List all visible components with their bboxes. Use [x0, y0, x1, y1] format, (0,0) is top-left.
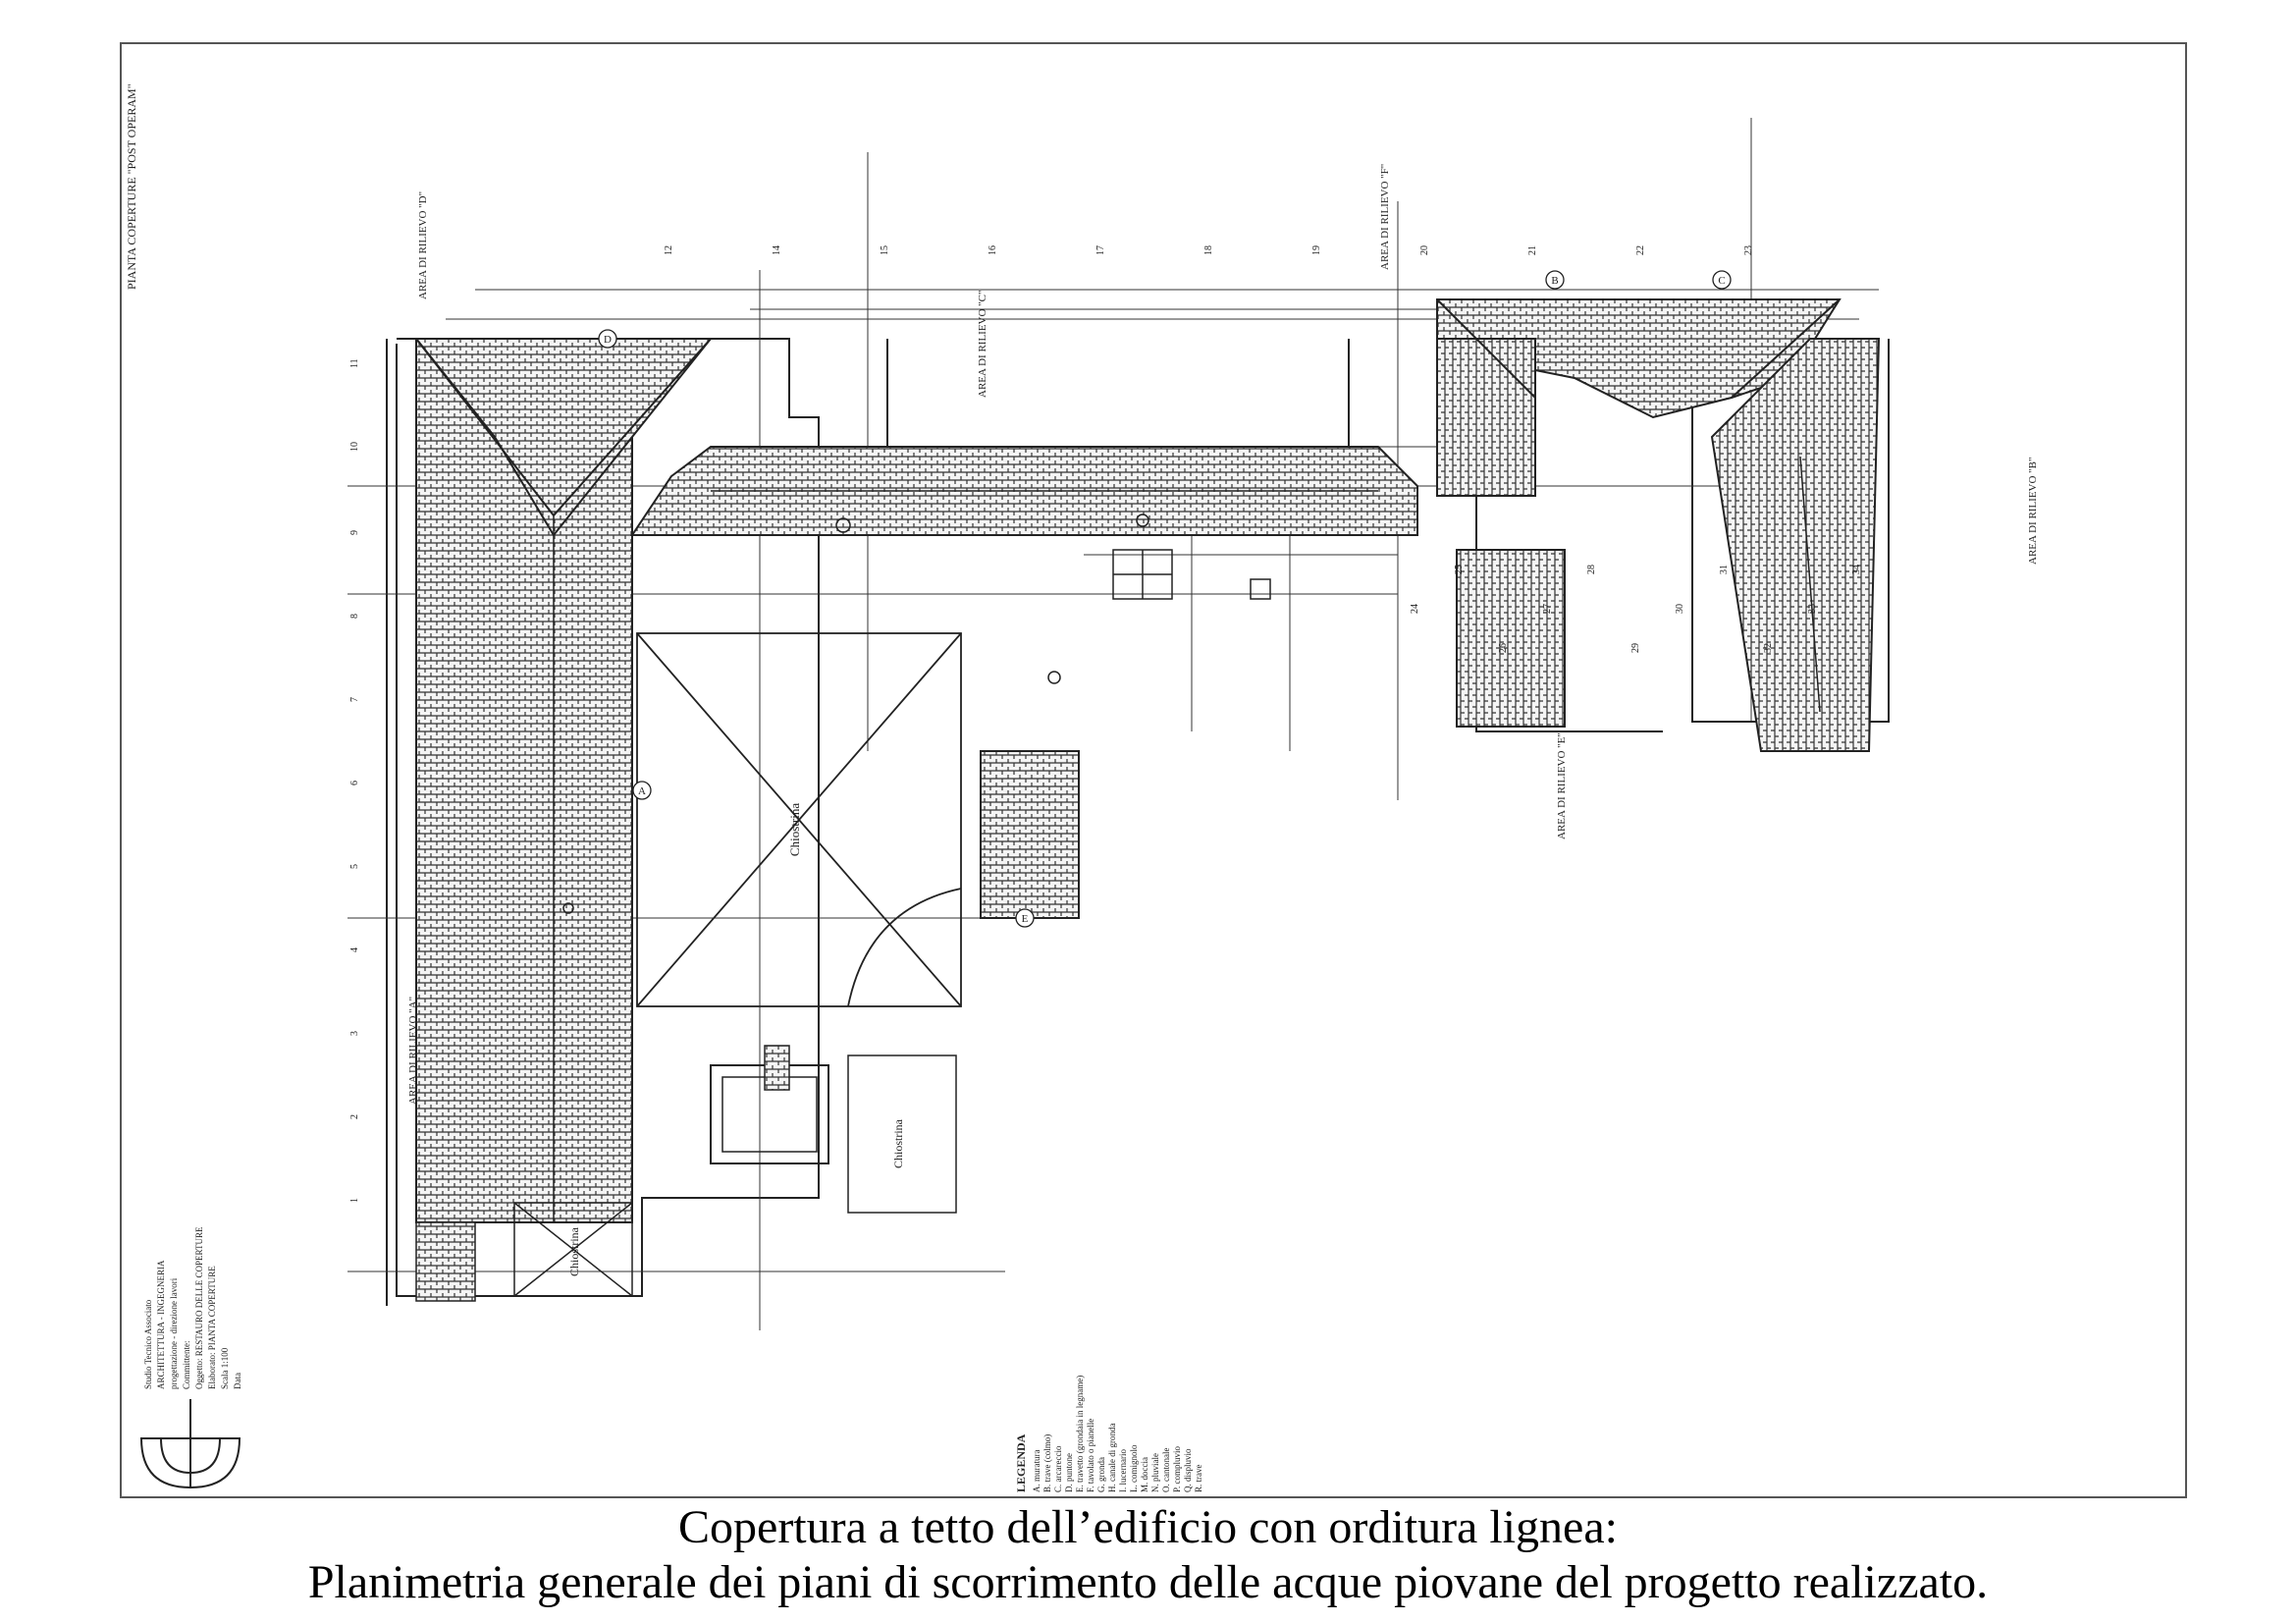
courtyard-main	[636, 632, 962, 1007]
section-marker-label: A	[638, 785, 646, 797]
section-number: 9	[349, 530, 360, 535]
area-label-d: AREA DI RILIEVO "D"	[417, 191, 429, 299]
section-number: 4	[349, 947, 360, 952]
roof-pitch-central-small	[980, 750, 1080, 919]
legend-item: A. muratura	[1032, 1450, 1041, 1492]
section-number: 32	[1763, 643, 1774, 653]
legend-item: Q. displuvio	[1183, 1448, 1193, 1492]
section-number: 12	[664, 245, 674, 255]
section-number: 3	[349, 1031, 360, 1036]
section-number: 5	[349, 864, 360, 869]
legend-item: O. cantonale	[1161, 1448, 1171, 1492]
courtyard-label-main: Chiostrina	[787, 803, 802, 856]
section-number: 34	[1851, 565, 1862, 574]
area-label-e: AREA DI RILIEVO "E"	[1556, 732, 1568, 839]
roof-pitch-right-diagonal	[1710, 338, 1881, 752]
title-block-line: Oggetto: RESTAURO DELLE COPERTURE	[194, 1226, 204, 1389]
section-number: 22	[1635, 245, 1646, 255]
section-number: 14	[772, 245, 782, 255]
title-block-line: Committente:	[182, 1341, 191, 1390]
title-block-line: Data	[233, 1373, 242, 1389]
legend-item: M. doccia	[1140, 1457, 1149, 1492]
area-label-b: AREA DI RILIEVO "B"	[2027, 457, 2039, 565]
legend-item: H. canale di gronda	[1107, 1424, 1117, 1492]
section-number: 27	[1542, 604, 1553, 614]
section-number: 21	[1527, 245, 1538, 255]
legend-item: R. trave	[1194, 1465, 1203, 1493]
section-number: 30	[1675, 604, 1685, 614]
section-number: 26	[1498, 643, 1509, 653]
caption-line-2: Planimetria generale dei piani di scorri…	[307, 1556, 1989, 1608]
section-markers: A B C D E	[598, 270, 1732, 928]
legend-item: D. puntone	[1064, 1453, 1074, 1492]
area-label-f: AREA DI RILIEVO "F"	[1379, 164, 1391, 270]
section-number: 7	[349, 697, 360, 702]
section-number: 25	[1454, 565, 1465, 574]
caption: Copertura a tetto dell’edificio con ordi…	[0, 1500, 2296, 1610]
legend-item: G. gronda	[1096, 1457, 1106, 1492]
studio-logo-icon	[139, 1399, 241, 1489]
legend-item: I. lucernario	[1118, 1449, 1128, 1492]
section-marker-circle	[1712, 270, 1732, 290]
legend-item: E. travetto (grondaia in legname)	[1075, 1376, 1085, 1492]
section-marker-label: B	[1551, 275, 1558, 287]
caption-line-1: Copertura a tetto dell’edificio con ordi…	[678, 1501, 1618, 1553]
drawing-sheet: PIANTA COPERTURE "POST OPERAM"	[120, 42, 2187, 1498]
legend-item: L. comignolo	[1129, 1444, 1139, 1492]
section-number: 10	[349, 442, 360, 452]
section-number: 23	[1743, 245, 1754, 255]
section-number: 33	[1807, 604, 1818, 614]
legend-item: C. arcareccio	[1053, 1445, 1063, 1492]
section-marker-circle	[598, 329, 617, 349]
section-number: 17	[1095, 245, 1106, 255]
section-number: 6	[349, 781, 360, 785]
section-number: 1	[349, 1198, 360, 1203]
section-number: 20	[1419, 245, 1430, 255]
title-block-line: Studio Tecnico Associato	[143, 1299, 153, 1389]
courtyard-label-lower: Chiostrina	[891, 1118, 905, 1168]
title-block-line: ARCHITETTURA - INGEGNERIA	[156, 1260, 166, 1389]
section-marker-label: C	[1718, 275, 1725, 287]
section-number: 28	[1586, 565, 1597, 574]
legend-item: F. tavolato o pianelle	[1086, 1419, 1095, 1492]
skylights	[513, 549, 1271, 1297]
area-label-c: AREA DI RILIEVO "C"	[977, 290, 988, 398]
section-marker-circle	[632, 781, 652, 800]
section-number: 15	[880, 245, 890, 255]
section-number: 18	[1203, 245, 1214, 255]
legend-heading: LEGENDA	[1014, 1433, 1028, 1492]
legend-item: B. trave (colmo)	[1042, 1434, 1052, 1492]
roof-pitch-middle-block	[1456, 549, 1566, 728]
chimney-markers	[562, 514, 1149, 914]
roof-pitch-right-column	[1436, 338, 1536, 497]
title-block-line: Elaborato: PIANTA COPERTURE	[207, 1266, 217, 1389]
section-marker-label: D	[604, 334, 612, 346]
title-block-line: progettazione - direzione lavori	[169, 1277, 179, 1389]
section-number: 16	[988, 245, 998, 255]
roof-plan: PIANTA COPERTURE "POST OPERAM"	[125, 83, 2039, 1492]
sheet-title: PIANTA COPERTURE "POST OPERAM"	[125, 83, 138, 290]
section-number: 2	[349, 1114, 360, 1119]
roof-pitch-left-wing-lower	[415, 1221, 476, 1302]
section-number: 29	[1630, 643, 1641, 653]
section-number: 11	[349, 358, 360, 368]
legend-item: N. pluviale	[1150, 1453, 1160, 1492]
section-number: 8	[349, 614, 360, 619]
section-number: 19	[1311, 245, 1322, 255]
roof-hip-top-left	[413, 338, 714, 537]
title-block-line: Scala 1:100	[220, 1347, 230, 1389]
section-number: 31	[1719, 565, 1730, 574]
section-marker-circle	[1545, 270, 1565, 290]
section-marker-label: E	[1022, 913, 1029, 925]
courtyard-label-left: Chiostrina	[567, 1226, 581, 1276]
section-marker-circle	[1015, 908, 1035, 928]
legend-item: P. compluvio	[1172, 1445, 1182, 1492]
section-number: 24	[1410, 604, 1420, 614]
area-label-a: AREA DI RILIEVO "A"	[407, 997, 419, 1105]
